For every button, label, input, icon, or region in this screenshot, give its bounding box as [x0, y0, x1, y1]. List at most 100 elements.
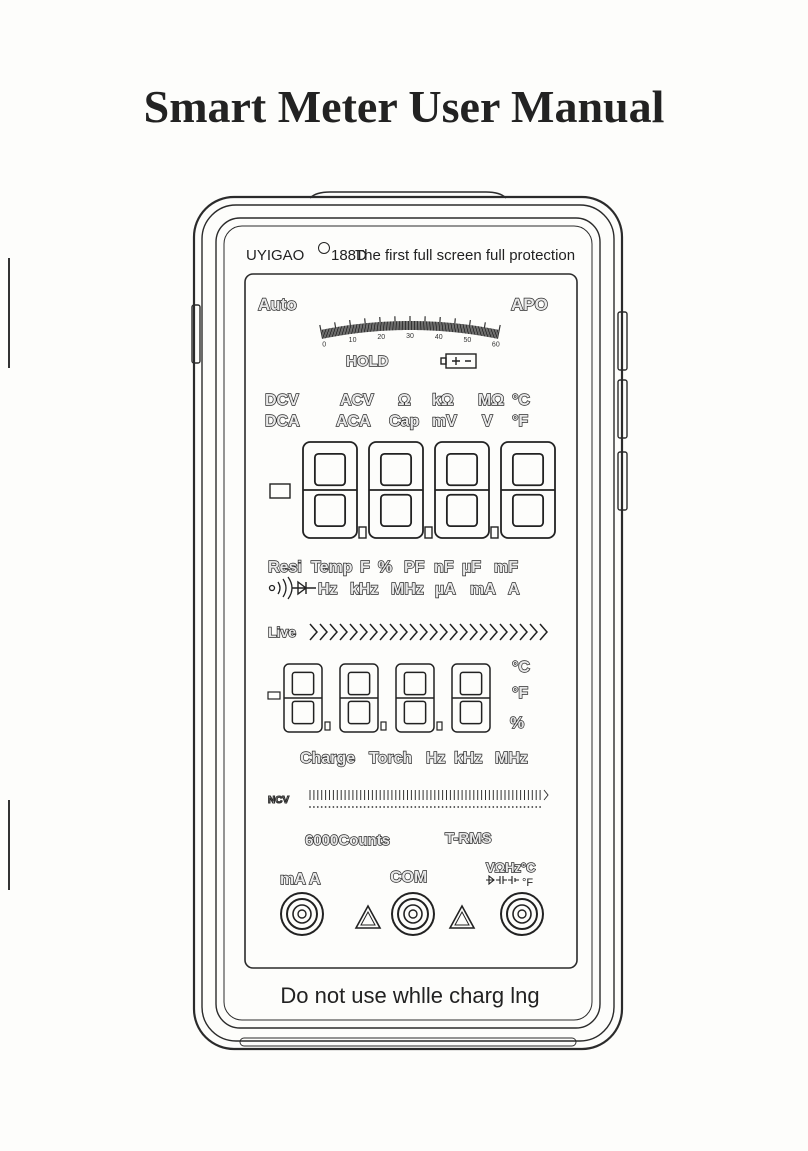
scale-tick: [463, 324, 466, 334]
chevron-right-icon: [509, 623, 518, 641]
terminal-v-label: VΩHz°C: [486, 860, 536, 875]
scale-tick: [441, 322, 444, 332]
trms-label: T-RMS: [445, 830, 492, 847]
scale-tick: [440, 322, 443, 332]
ncv-dot: [504, 806, 506, 808]
secondary-digits: [283, 663, 491, 733]
seven-segment-digit: [451, 663, 491, 733]
scale-tick: [349, 319, 353, 334]
unit-khz: kHz: [350, 581, 378, 598]
decimal-point: [358, 526, 367, 539]
model-label: 188D: [331, 247, 367, 264]
unit-pf: PF: [404, 559, 425, 576]
scale-tick: [456, 323, 459, 333]
chevron-right-icon: [449, 623, 458, 641]
secondary-minus-sign: [267, 691, 281, 700]
ncv-dot: [461, 806, 463, 808]
svg-text:°F: °F: [522, 877, 533, 889]
scale-tick: [330, 327, 334, 337]
scale-tick: [482, 322, 486, 337]
ncv-dot: [320, 806, 323, 808]
unit-a: A: [508, 581, 520, 598]
ncv-dot: [492, 806, 495, 808]
unit-dcv: DCV: [265, 392, 299, 409]
unit-acv: ACV: [340, 392, 374, 409]
chevron-right-icon: [339, 623, 348, 641]
seven-segment-digit: [500, 441, 556, 539]
scale-tick: [466, 324, 469, 334]
unit-kohm: kΩ: [432, 392, 454, 409]
ncv-dot: [309, 806, 311, 808]
scale-tick: [475, 325, 478, 336]
scale-tick: [492, 328, 496, 339]
chevron-right-icon: [519, 623, 528, 641]
tagline: The first full screen full protection: [355, 247, 575, 264]
scale-tick: [485, 327, 489, 337]
ncv-dot: [348, 806, 350, 808]
scale-tick: [382, 321, 385, 331]
unit-fahrenheit: °F: [512, 413, 528, 430]
scale-tick: [489, 328, 493, 338]
chevron-right-icon: [419, 623, 428, 641]
jack-ma-a[interactable]: [280, 892, 324, 936]
unit-nf: nF: [434, 559, 454, 576]
scale-tick: [354, 324, 357, 334]
ncv-dot: [414, 806, 417, 808]
ncv-end-arrow: [543, 789, 549, 801]
scale-number: 50: [464, 337, 472, 344]
warning-triangle-icon: [448, 904, 476, 929]
scale-tick: [327, 328, 331, 338]
scale-tick: [361, 323, 364, 333]
page-title: Smart Meter User Manual: [143, 81, 665, 132]
ncv-dot: [449, 806, 452, 808]
seven-segment-digit: [283, 663, 323, 733]
scale-tick: [367, 322, 370, 332]
scale-tick: [446, 322, 448, 332]
terminal-function-icons: °F: [486, 874, 533, 889]
auto-indicator: Auto: [258, 295, 297, 314]
unit-v: V: [482, 413, 493, 430]
scale-tick: [355, 324, 358, 334]
scale-tick: [339, 326, 342, 336]
unit-ohm: Ω: [398, 392, 411, 409]
scale-tick: [323, 329, 327, 339]
terminal-com-label: COM: [390, 869, 427, 886]
ncv-dot: [476, 806, 479, 808]
unit-uf: µF: [462, 559, 481, 576]
scale-tick: [364, 318, 367, 333]
jack-v-ohm[interactable]: [500, 892, 544, 936]
scale-tick: [358, 323, 361, 333]
jack-com[interactable]: [391, 892, 435, 936]
ncv-dot: [313, 806, 315, 808]
ncv-dot: [324, 806, 327, 808]
scale-tick: [437, 321, 440, 331]
scale-tick: [352, 324, 356, 334]
ncv-dot: [531, 806, 534, 808]
ncv-dot: [480, 806, 483, 808]
ncv-dot: [441, 806, 444, 808]
ncv-dot: [332, 806, 335, 808]
chevron-right-icon: [389, 623, 398, 641]
ncv-dot: [422, 806, 424, 808]
chevron-right-icon: [379, 623, 388, 641]
chevron-right-icon: [439, 623, 448, 641]
chevron-right-icon: [459, 623, 468, 641]
ncv-dot: [426, 806, 428, 808]
ncv-dot: [352, 806, 354, 808]
ncv-dot: [375, 806, 378, 808]
chevron-right-icon: [469, 623, 478, 641]
secondary-unit-percent: %: [510, 715, 524, 732]
scale-tick: [333, 327, 337, 337]
ncv-dot: [371, 806, 374, 808]
continuity-icon: [268, 576, 293, 600]
ncv-dot: [433, 806, 436, 808]
unit-mhz: MHz: [391, 581, 424, 598]
scale-tick: [380, 321, 383, 331]
chevron-right-icon: [319, 623, 328, 641]
ncv-dot: [511, 806, 514, 808]
scale-tick: [451, 323, 454, 333]
scale-number: 30: [406, 333, 414, 340]
scale-tick: [383, 321, 386, 331]
scale-tick: [443, 322, 445, 332]
main-minus-sign: [269, 483, 291, 499]
